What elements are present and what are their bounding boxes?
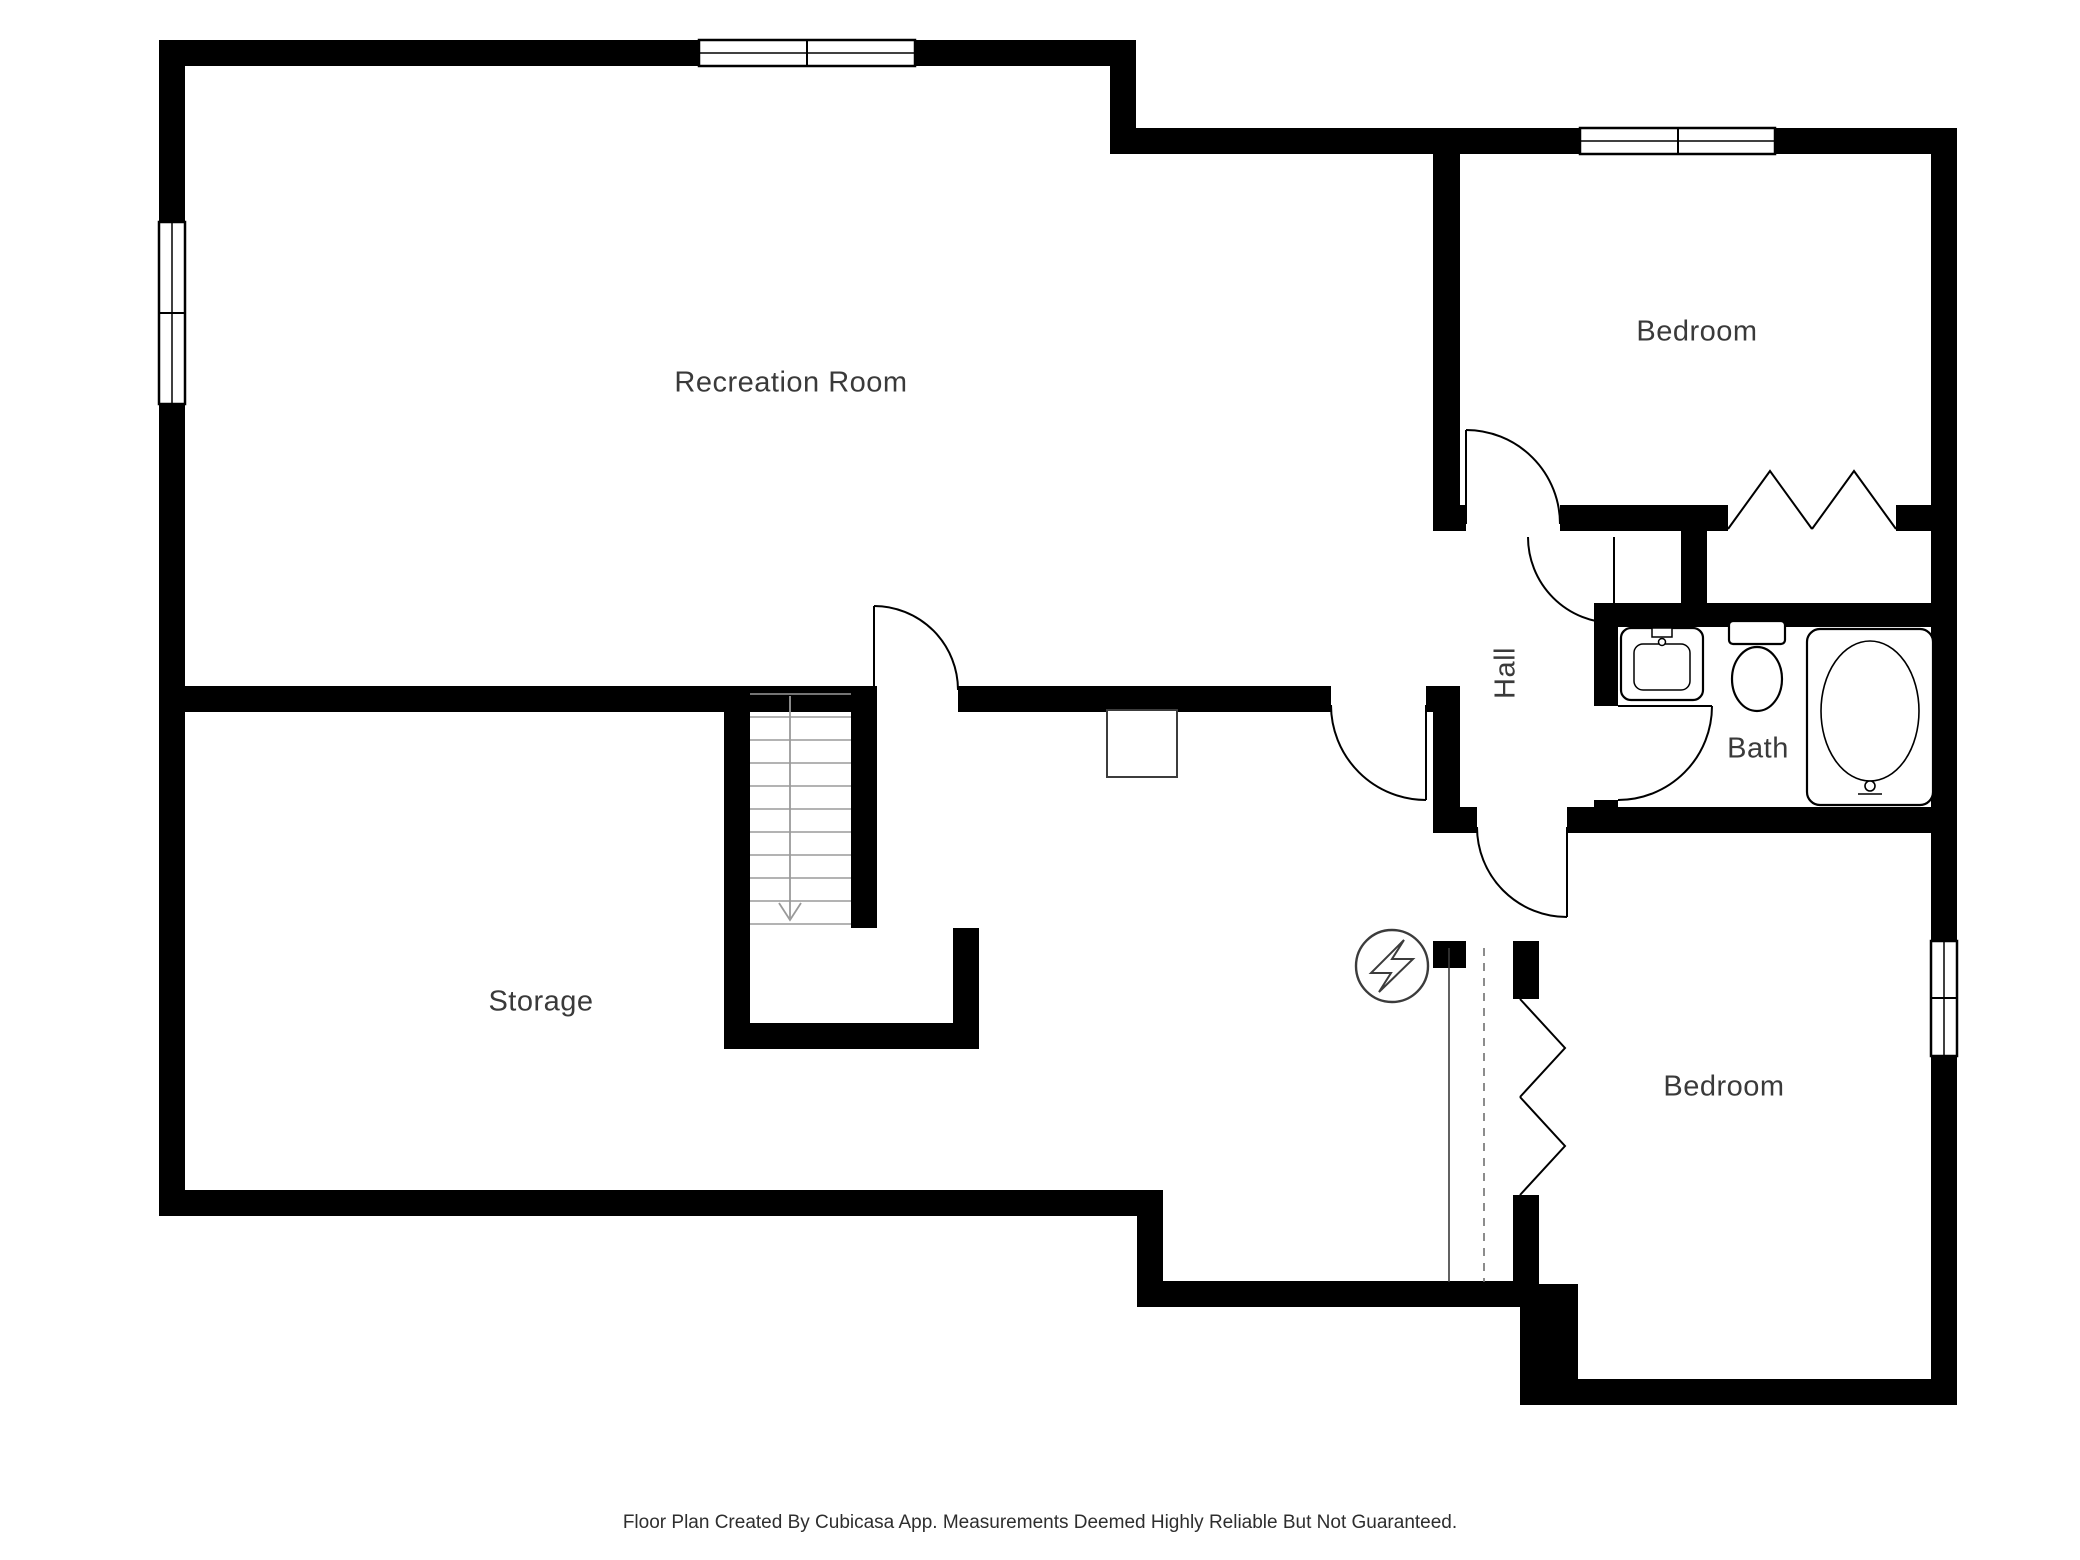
room-label-recreation-room: Recreation Room bbox=[674, 366, 908, 399]
stair-treads bbox=[750, 693, 851, 925]
column-post bbox=[1106, 709, 1178, 778]
window-left-recreation bbox=[157, 220, 187, 406]
window-top-recreation bbox=[697, 38, 917, 68]
room-label-bath: Bath bbox=[1727, 732, 1789, 765]
room-label-bedroom-top: Bedroom bbox=[1636, 315, 1758, 348]
room-label-bedroom-bottom: Bedroom bbox=[1663, 1070, 1785, 1103]
stairs-direction-arrow bbox=[778, 696, 802, 922]
bathtub-icon bbox=[1805, 627, 1935, 807]
door-hall-entry bbox=[1527, 536, 1615, 624]
room-label-storage: Storage bbox=[488, 985, 594, 1018]
door-bedroom-top bbox=[1465, 429, 1561, 525]
windows bbox=[157, 38, 1959, 1058]
corridor-lines bbox=[1448, 948, 1485, 1282]
doors bbox=[873, 429, 1713, 918]
closet-bifold-bottom-bedroom bbox=[1519, 998, 1567, 1196]
exterior-walls bbox=[159, 40, 1957, 1405]
door-stairs bbox=[873, 605, 959, 691]
window-top-bedroom bbox=[1578, 126, 1777, 156]
sink-icon bbox=[1619, 626, 1705, 702]
footer-disclaimer: Floor Plan Created By Cubicasa App. Meas… bbox=[622, 1512, 1458, 1533]
room-label-hall: Hall bbox=[1489, 647, 1522, 699]
bath-fixtures bbox=[1619, 619, 1935, 807]
staircase bbox=[750, 693, 851, 925]
door-bath bbox=[1617, 705, 1713, 801]
door-lower-area bbox=[1330, 704, 1427, 801]
toilet-icon bbox=[1727, 619, 1787, 713]
electrical-panel-icon bbox=[1354, 928, 1430, 1004]
closet-bifold-top-bedroom bbox=[1727, 469, 1897, 530]
door-bedroom-bottom bbox=[1476, 826, 1568, 918]
window-right-bedroom bbox=[1929, 939, 1959, 1058]
